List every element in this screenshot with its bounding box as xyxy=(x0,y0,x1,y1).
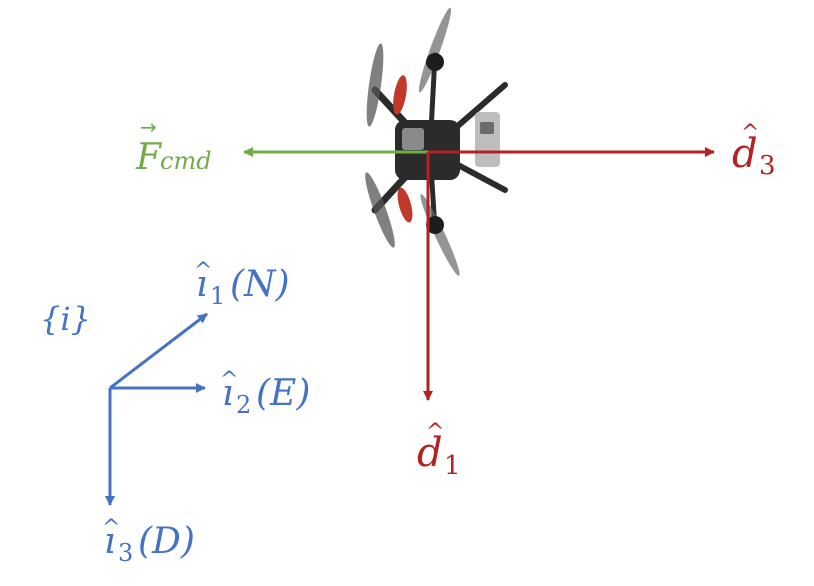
force-vector-label: F → cmd xyxy=(135,115,212,178)
inertial-axis-i1-arrow xyxy=(110,314,207,388)
svg-text:3: 3 xyxy=(759,151,776,181)
svg-text:(E): (E) xyxy=(256,373,310,414)
inertial-axis-i3-label: ı ^ 3 (D) xyxy=(102,516,195,567)
body-axis-d1-label: d ^ 1 xyxy=(417,420,461,481)
svg-text:1: 1 xyxy=(210,282,225,310)
svg-text:^: ^ xyxy=(220,368,238,393)
drone-quadcopter-top-view-icon xyxy=(361,6,505,278)
svg-text:^: ^ xyxy=(426,420,444,445)
svg-text:3: 3 xyxy=(118,539,133,567)
svg-text:cmd: cmd xyxy=(160,147,212,175)
inertial-axis-i2-label: ı ^ 2 (E) xyxy=(220,368,310,419)
svg-text:→: → xyxy=(140,115,157,139)
svg-text:F: F xyxy=(135,137,163,178)
svg-text:(N): (N) xyxy=(230,264,290,305)
svg-text:1: 1 xyxy=(444,451,461,481)
svg-text:(D): (D) xyxy=(138,521,195,562)
body-axis-d3-label: d ^ 3 xyxy=(732,121,776,181)
inertial-axis-i1-label: ı ^ 1 (N) xyxy=(194,259,290,310)
svg-text:^: ^ xyxy=(194,259,212,284)
svg-text:^: ^ xyxy=(102,516,120,541)
svg-text:^: ^ xyxy=(741,121,759,146)
svg-text:2: 2 xyxy=(236,391,251,419)
inertial-frame-label: {i} xyxy=(40,300,91,338)
